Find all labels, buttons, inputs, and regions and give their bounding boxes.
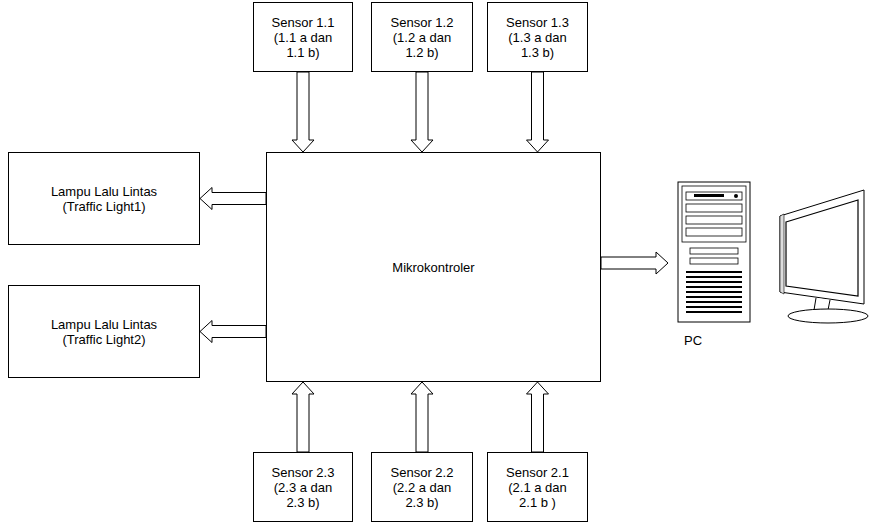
block-arrow: [527, 72, 549, 152]
block-arrow: [200, 321, 266, 343]
node-label: Lampu Lalu Lintas (Traffic Light1): [39, 184, 169, 214]
traffic-light-box: Lampu Lalu Lintas (Traffic Light2): [8, 285, 200, 378]
block-arrow: [200, 188, 266, 210]
block-arrow: [527, 382, 549, 452]
pc-illustration: [668, 176, 873, 328]
node-label: Sensor 2.2 (2.2 a dan 2.3 b): [384, 465, 460, 510]
sensor-box: Sensor 1.3 (1.3 a dan 1.3 b): [487, 2, 588, 72]
node-label: Lampu Lalu Lintas (Traffic Light2): [39, 317, 169, 347]
sensor-box: Sensor 2.3 (2.3 a dan 2.3 b): [253, 452, 353, 522]
block-arrow: [411, 72, 433, 152]
node-label: Mikrokontroler: [392, 260, 474, 275]
block-arrow: [292, 72, 314, 152]
node-label: Sensor 1.1 (1.1 a dan 1.1 b): [266, 15, 340, 60]
node-label: Sensor 1.3 (1.3 a dan 1.3 b): [500, 15, 575, 60]
node-label: Sensor 2.1 (2.1 a dan 2.1 b ): [500, 465, 575, 510]
sensor-box: Sensor 1.1 (1.1 a dan 1.1 b): [253, 2, 353, 72]
node-label: Sensor 1.2 (1.2 a dan 1.2 b): [384, 15, 460, 60]
pc-node: PC: [668, 176, 873, 350]
block-arrow: [292, 382, 314, 452]
traffic-light-box: Lampu Lalu Lintas (Traffic Light1): [8, 152, 200, 245]
node-label: Sensor 2.3 (2.3 a dan 2.3 b): [266, 465, 340, 510]
block-arrow: [601, 252, 668, 274]
sensor-box: Sensor 2.1 (2.1 a dan 2.1 b ): [487, 452, 588, 522]
pc-label: PC: [684, 333, 702, 348]
microcontroller-box: Mikrokontroler: [266, 152, 601, 382]
block-arrow: [411, 382, 433, 452]
sensor-box: Sensor 2.2 (2.2 a dan 2.3 b): [371, 452, 473, 522]
sensor-box: Sensor 1.2 (1.2 a dan 1.2 b): [371, 2, 473, 72]
